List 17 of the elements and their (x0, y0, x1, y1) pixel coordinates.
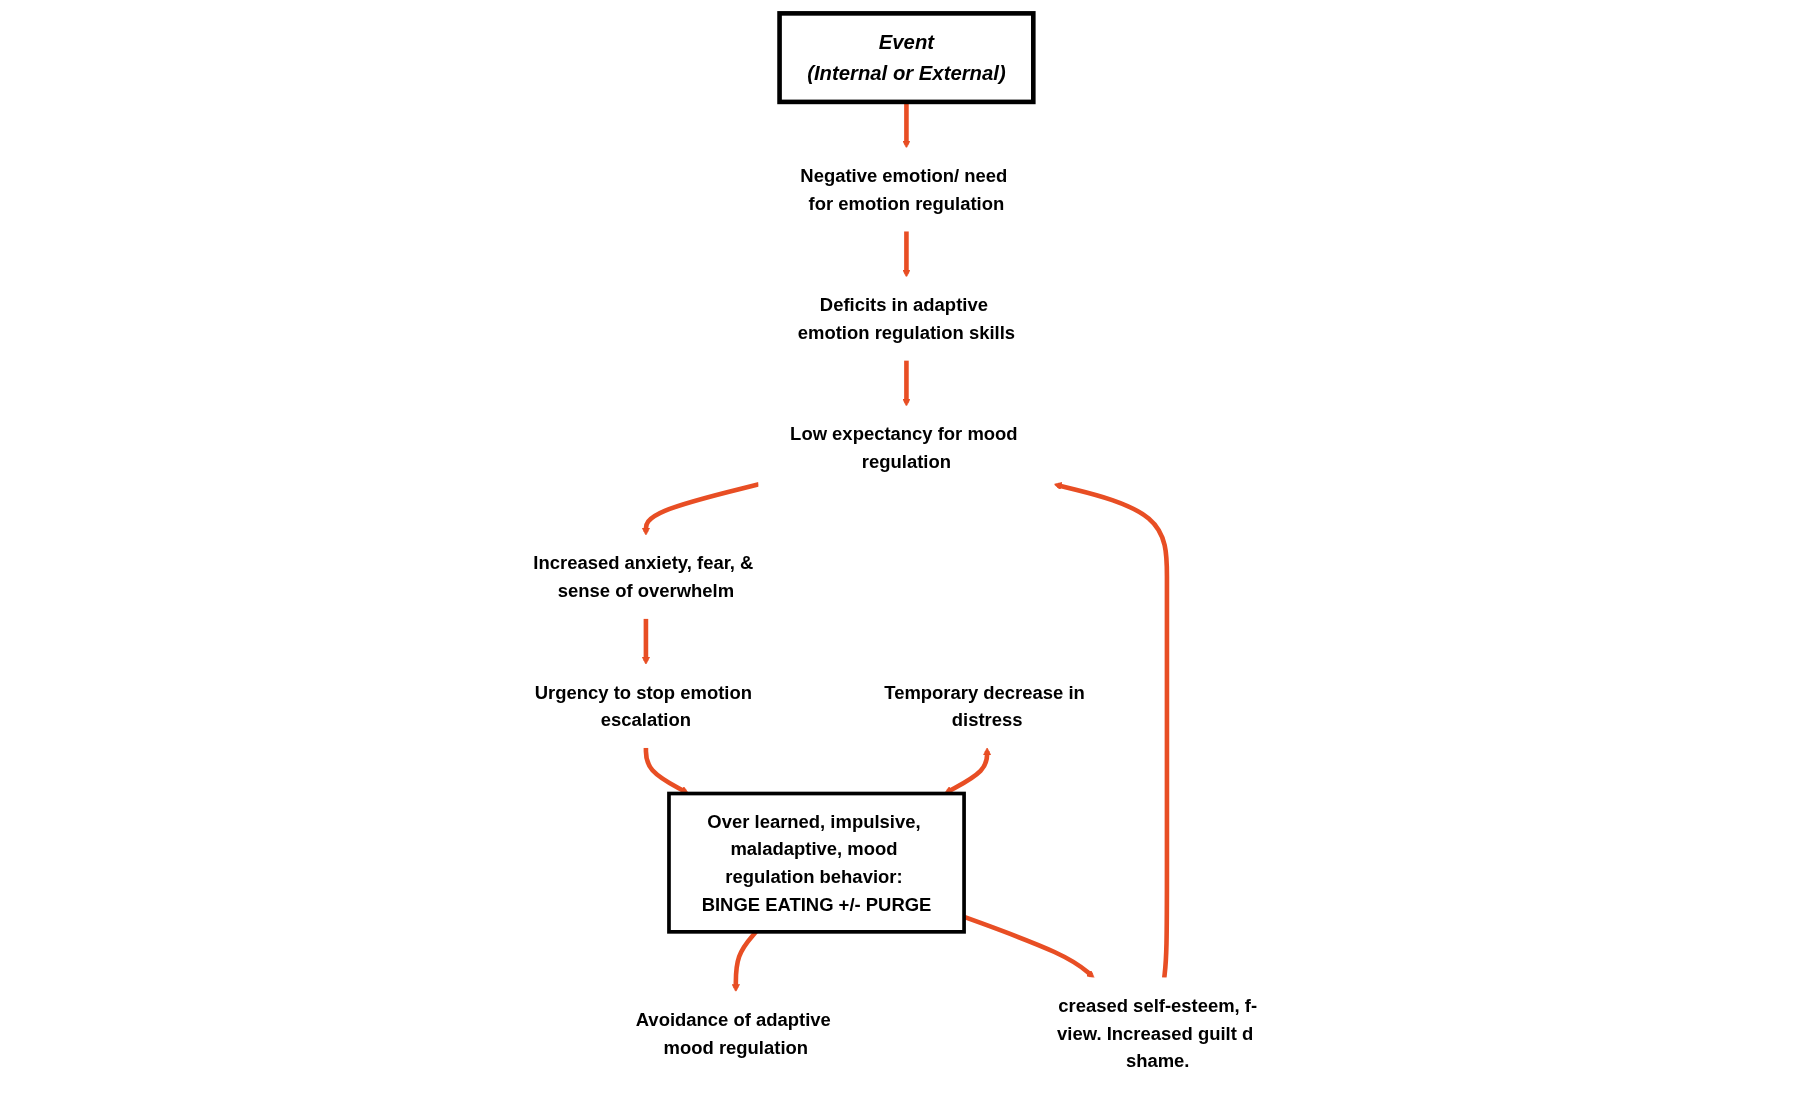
arrow (902, 359, 911, 407)
arrow (1053, 481, 1169, 978)
node-text: Urgency to stop emotion escalation (534, 681, 752, 730)
arrow (902, 230, 911, 277)
node-text: Temporary decrease in distress (883, 681, 1085, 730)
node-box: Event (Internal or External) (776, 10, 1036, 104)
node-text: Low expectancy for mood regulation (789, 423, 1018, 472)
node-box: Over learned, impulsive, maladaptive, mood regulation behavior: BINGE EATING +/- PURGE (666, 791, 966, 934)
arrow (902, 101, 911, 148)
node-text: Avoidance of adaptive mood regulation (635, 1008, 831, 1057)
node-text: creased self-esteem, f-view. Increased guilt d shame. (1056, 994, 1257, 1071)
arrow (641, 617, 650, 665)
node-text: Negative emotion/ need for emotion regulation (800, 165, 1008, 213)
node-text: Deficits in adaptive emotion regulation skills (797, 294, 1015, 343)
arrow (643, 746, 689, 794)
node-text: Increased anxiety, fear, & sense of overwhelm (532, 552, 754, 601)
arrow (641, 481, 760, 536)
